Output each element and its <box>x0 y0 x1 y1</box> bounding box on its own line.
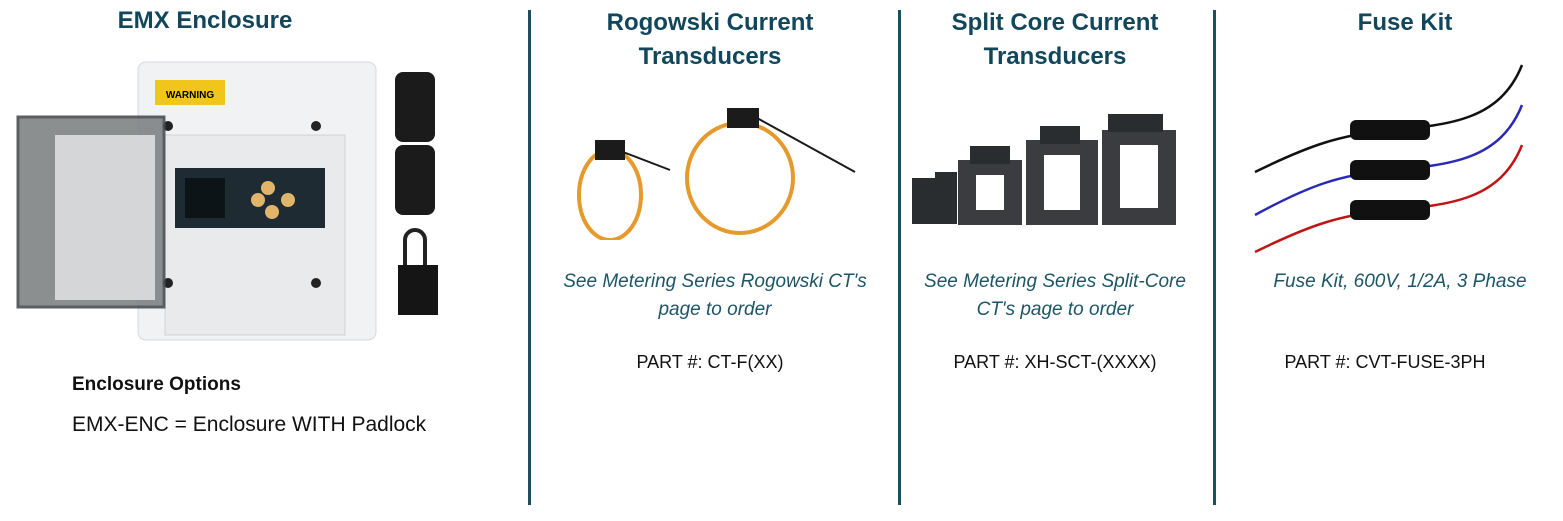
split-core-part-number: PART #: XH-SCT-(XXXX) <box>953 352 1157 372</box>
fuse-kit-description: Fuse Kit, 600V, 1/2A, 3 Phase <box>1273 271 1527 292</box>
section-title-split-core: Split Core Current Transducers <box>951 9 1159 70</box>
split-core-ct-image <box>912 114 1176 225</box>
section-title-emx-enclosure: EMX Enclosure <box>117 7 293 34</box>
enclosure-options-heading: Enclosure Options <box>72 374 241 395</box>
column-divider <box>1213 10 1216 505</box>
enclosure-option-emx-enc: EMX-ENC = Enclosure WITH Padlock <box>72 413 427 436</box>
fuse-kit-image <box>1254 64 1524 254</box>
rogowski-part-number: PART #: CT-F(XX) <box>636 352 784 372</box>
section-title-rogowski: Rogowski Current Transducers <box>606 9 814 70</box>
rogowski-description: See Metering Series Rogowski CT's page t… <box>563 271 867 320</box>
column-divider <box>528 10 531 505</box>
column-divider <box>898 10 901 505</box>
section-title-fuse-kit: Fuse Kit <box>1357 9 1453 36</box>
fuse-kit-part-number: PART #: CVT-FUSE-3PH <box>1284 352 1486 372</box>
split-core-description: See Metering Series Split-Core CT's page… <box>924 271 1186 320</box>
warning-label: WARNING <box>166 90 215 101</box>
enclosure-image: WARNING <box>16 61 438 341</box>
rogowski-ct-image <box>577 108 856 240</box>
